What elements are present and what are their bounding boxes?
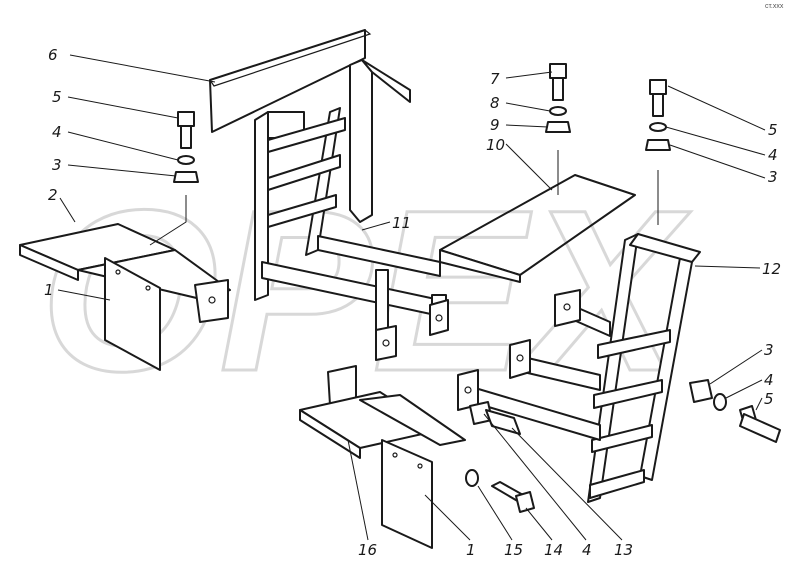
bolt-shank-left — [180, 125, 192, 149]
ladder-bracket-right — [457, 233, 701, 503]
callout-4-side: 4 — [764, 371, 774, 389]
callout-8: 8 — [490, 94, 500, 112]
callout-12: 12 — [762, 260, 781, 278]
washer-left — [177, 155, 195, 165]
fastener-stack-middle — [545, 63, 571, 195]
corner-mark: ст.ххх — [765, 3, 784, 10]
callout-4-bottom: 4 — [582, 541, 592, 559]
callout-14: 14 — [544, 541, 563, 559]
callout-1: 1 — [44, 281, 54, 299]
callout-3-right: 3 — [768, 168, 778, 186]
mudflap-left — [104, 257, 161, 371]
mesh-step-plate-top — [209, 29, 372, 133]
callout-6: 6 — [48, 46, 58, 64]
fender-bracket-bottom — [299, 365, 466, 459]
leader-lines — [57, 54, 766, 541]
callout-4-right: 4 — [768, 146, 778, 164]
ladder-bracket-left — [254, 59, 449, 361]
fastener-stack-left — [149, 111, 199, 246]
fastener-chain-bottom — [465, 401, 535, 513]
callout-5-side: 5 — [764, 390, 774, 408]
callout-7: 7 — [490, 70, 500, 88]
fastener-stack-right-side — [689, 379, 781, 443]
callout-1-bottom: 1 — [466, 541, 476, 559]
callout-13: 13 — [614, 541, 633, 559]
callout-3-side: 3 — [764, 341, 774, 359]
callout-3: 3 — [52, 156, 62, 174]
fender-bracket-left — [19, 223, 231, 323]
mudflap-bottom — [381, 439, 433, 549]
callout-15: 15 — [504, 541, 523, 559]
callout-labels: 6 5 4 3 2 1 11 7 8 9 10 5 4 3 12 3 4 5 1… — [44, 46, 781, 559]
callout-11: 11 — [392, 214, 411, 232]
callout-16: 16 — [358, 541, 377, 559]
callout-9: 9 — [490, 116, 500, 134]
callout-4: 4 — [52, 123, 62, 141]
nut-left — [173, 171, 199, 183]
callout-5: 5 — [52, 88, 62, 106]
callout-10: 10 — [486, 136, 505, 154]
mesh-step-plate-right — [439, 174, 636, 283]
callout-5-right: 5 — [768, 121, 778, 139]
bolt-head-left — [177, 111, 195, 127]
callout-2: 2 — [48, 186, 58, 204]
fastener-stack-right-top — [645, 79, 671, 225]
